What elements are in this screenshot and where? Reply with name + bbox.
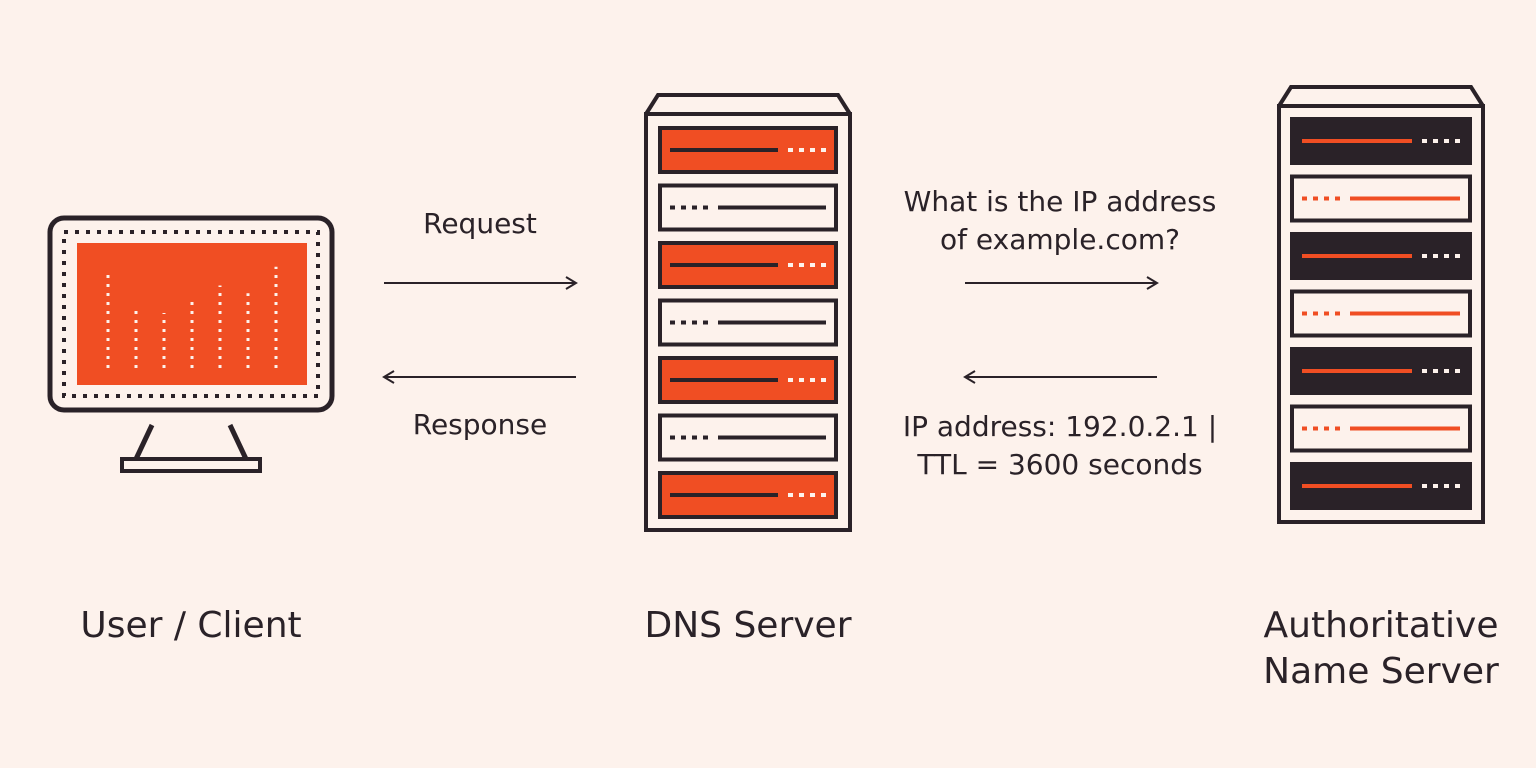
answer-label-line2: TTL = 3600 seconds	[917, 448, 1203, 481]
auth-unit	[1290, 232, 1472, 280]
monitor-bars	[106, 266, 278, 368]
answer-label: IP address: 192.0.2.1 | TTL = 3600 secon…	[880, 408, 1240, 484]
auth-unit	[1290, 347, 1472, 395]
dns-unit	[658, 356, 838, 404]
dns-unit	[658, 126, 838, 174]
answer-label-line1: IP address: 192.0.2.1 |	[902, 410, 1218, 443]
dns-unit	[658, 413, 838, 462]
dns-server-label: DNS Server	[644, 605, 852, 646]
authoritative-label-line2: Name Server	[1263, 651, 1499, 692]
authoritative-label-line1: Authoritative	[1263, 605, 1499, 646]
request-label: Request	[423, 207, 537, 240]
auth-unit	[1290, 289, 1472, 338]
auth-unit	[1290, 404, 1472, 453]
dns-unit	[658, 241, 838, 289]
auth-rack-units	[1290, 117, 1472, 510]
monitor-icon	[47, 215, 335, 473]
dns-unit	[658, 471, 838, 519]
client-label: User / Client	[80, 605, 302, 646]
dns-unit	[658, 183, 838, 232]
query-label-line1: What is the IP address	[903, 185, 1217, 218]
query-label: What is the IP address of example.com?	[880, 183, 1240, 259]
dns-rack-units	[658, 126, 838, 519]
monitor-stand	[120, 457, 262, 473]
authoritative-server-icon	[1277, 85, 1485, 524]
response-label: Response	[412, 408, 548, 441]
dns-server-icon	[644, 93, 852, 532]
auth-unit	[1290, 462, 1472, 510]
dns-unit	[658, 298, 838, 347]
query-label-line2: of example.com?	[940, 223, 1180, 256]
auth-unit	[1290, 174, 1472, 223]
auth-unit	[1290, 117, 1472, 165]
authoritative-label: Authoritative Name Server	[1236, 603, 1526, 695]
